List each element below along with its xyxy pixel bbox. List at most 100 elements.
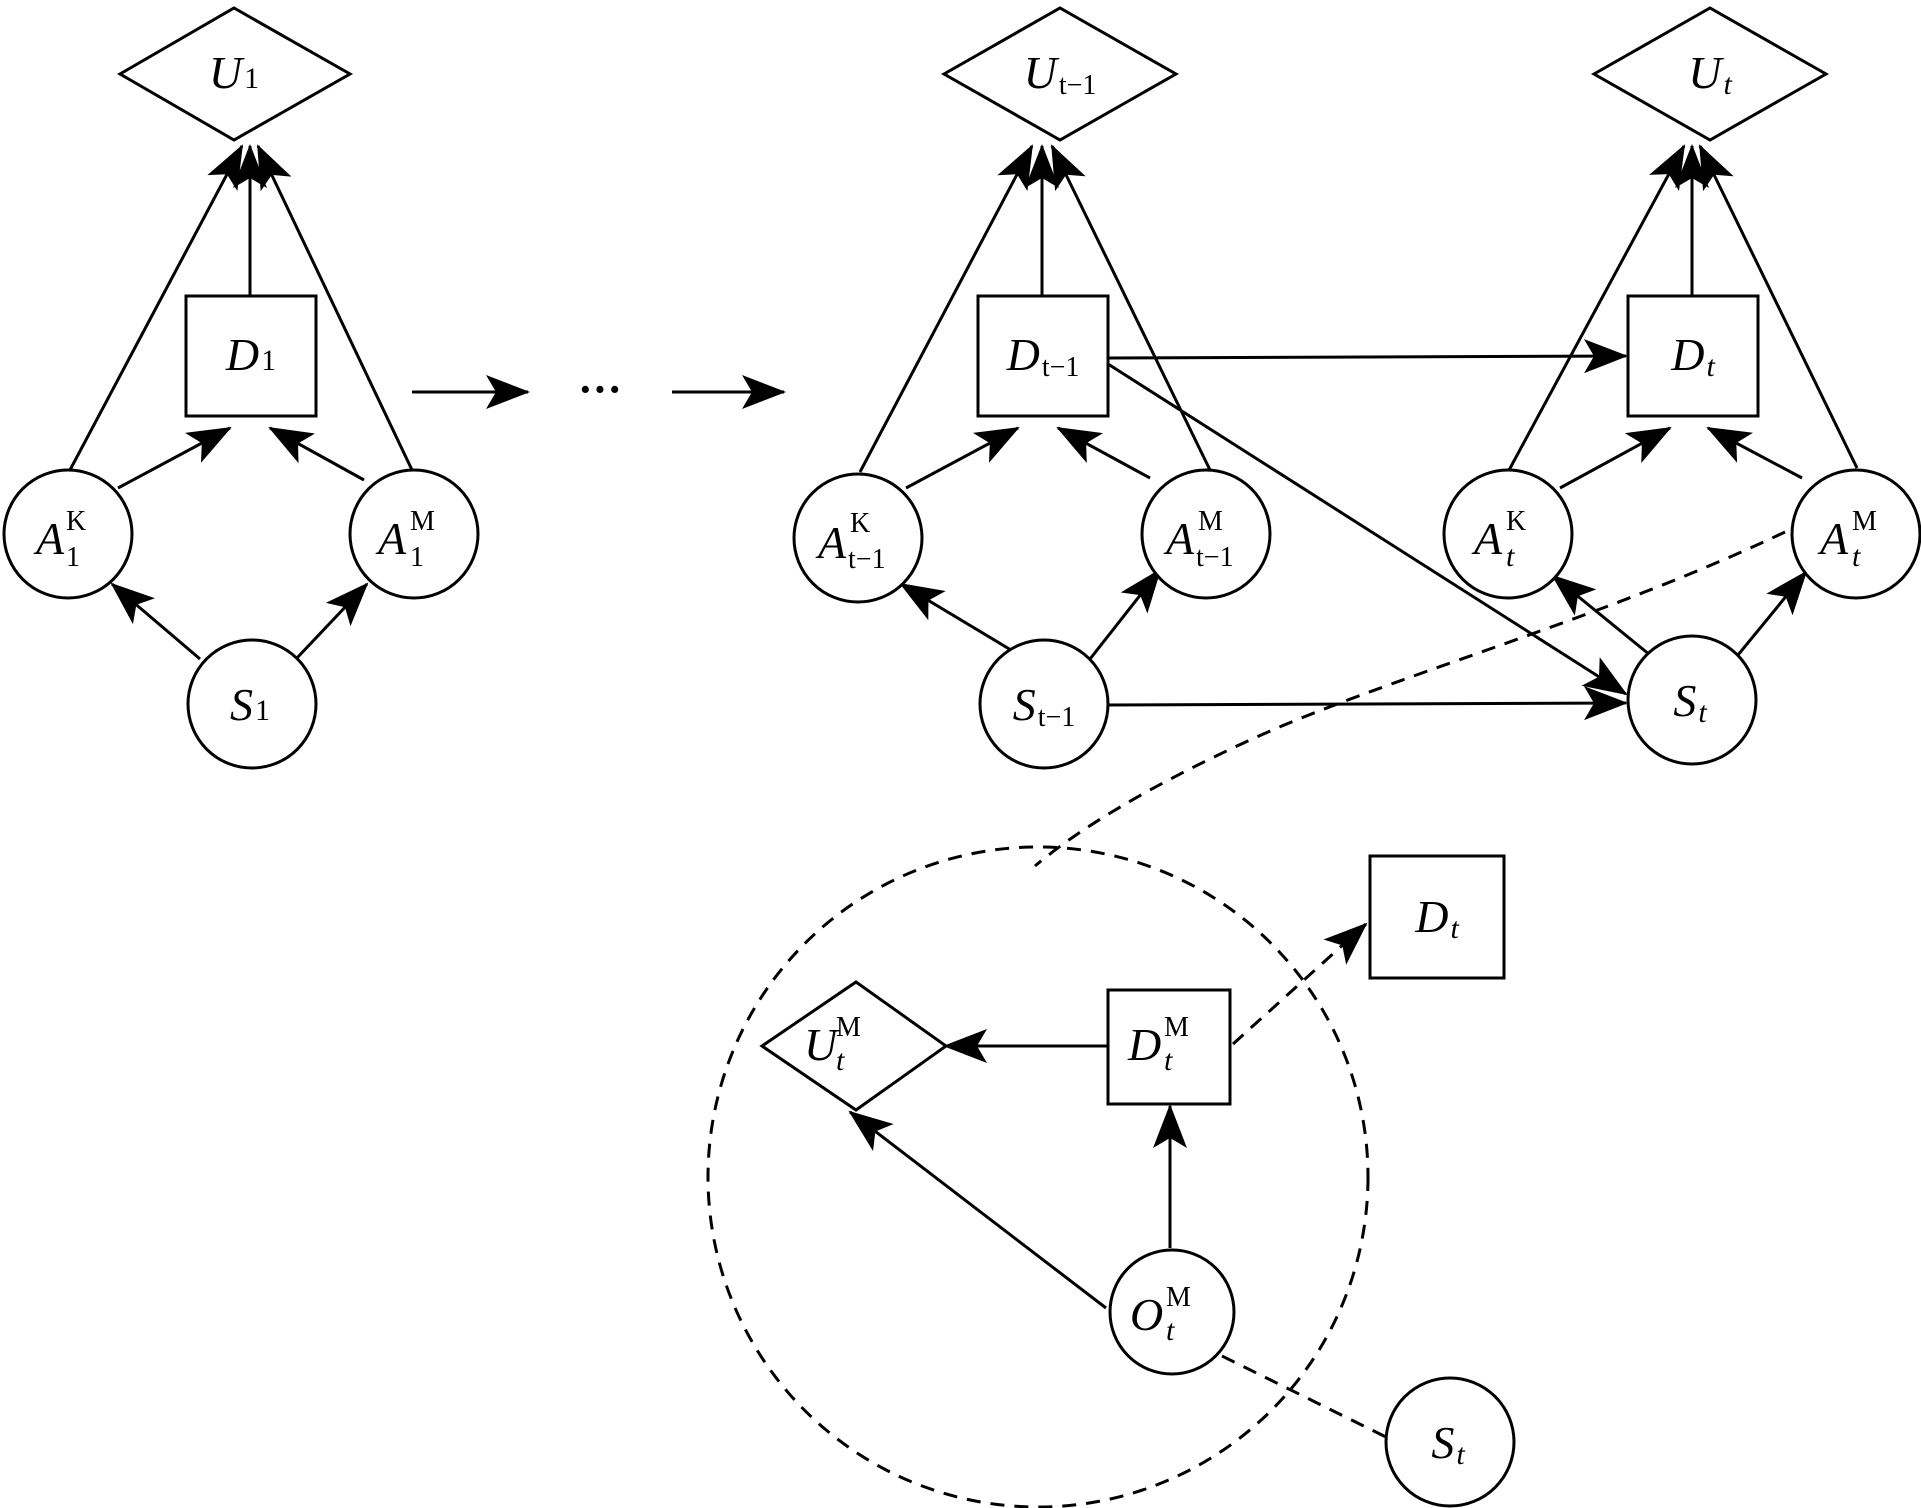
- node-am1: A M 1: [348, 468, 480, 600]
- svg-text:t−1: t−1: [1196, 542, 1234, 573]
- svg-text:St−1: St−1: [1013, 679, 1076, 733]
- svg-text:1: 1: [66, 542, 80, 573]
- am1-main: A: [375, 513, 407, 564]
- svg-text:t: t: [1166, 1314, 1175, 1347]
- st-external-main: S: [1431, 1417, 1454, 1468]
- utm-sub: t: [836, 1044, 845, 1077]
- dtm-main: D: [1127, 1019, 1161, 1070]
- svg-text:S1: S1: [230, 679, 270, 730]
- svg-text:M: M: [1164, 1012, 1189, 1043]
- svg-text:Dt: Dt: [1414, 891, 1459, 945]
- svg-text:M: M: [410, 506, 435, 537]
- st-external-sub: t: [1456, 1438, 1465, 1471]
- svg-text:A: A: [375, 513, 407, 564]
- node-s1: S1: [186, 638, 318, 770]
- svg-text:U1: U1: [209, 47, 259, 98]
- edge-am1-to-u1: [256, 144, 414, 471]
- edge-akt-to-dt: [1559, 426, 1672, 490]
- ak1-sup: K: [66, 506, 86, 537]
- amprev-main: A: [1163, 513, 1195, 564]
- svg-text:Ut−1: Ut−1: [1024, 47, 1097, 101]
- otm-main: O: [1130, 1289, 1163, 1340]
- svg-text:1: 1: [410, 542, 424, 573]
- node-dprev: Dt−1: [976, 294, 1110, 418]
- edge-ak1-to-u1: [68, 144, 244, 471]
- dtm-sub: t: [1164, 1044, 1173, 1077]
- otm-sup: M: [1166, 1282, 1191, 1313]
- svg-text:D: D: [1127, 1019, 1161, 1070]
- svg-text:A: A: [815, 517, 847, 568]
- node-akt: A K t: [1442, 468, 1574, 600]
- node-akprev: A K t−1: [792, 472, 924, 604]
- node-sprev: St−1: [978, 638, 1110, 770]
- dt-sub: t: [1706, 350, 1715, 383]
- u1-main: U: [209, 47, 245, 98]
- svg-text:A: A: [1817, 513, 1849, 564]
- node-st-external: St: [1384, 1376, 1516, 1508]
- edge-otm-to-st-dashed: [1221, 1354, 1389, 1440]
- svg-text:M: M: [1198, 506, 1223, 537]
- u1-sub: 1: [244, 62, 259, 95]
- edge-sprev-to-st: [1107, 686, 1628, 721]
- svg-text:A: A: [1163, 513, 1195, 564]
- dt-external-sub: t: [1450, 912, 1459, 945]
- edge-dprev-to-dt: [1107, 339, 1628, 374]
- svg-text:M: M: [1166, 1282, 1191, 1313]
- edge-akprev-to-dprev: [905, 426, 1020, 490]
- node-st: St: [1626, 634, 1758, 766]
- ak1-sub: 1: [66, 542, 80, 573]
- svg-text:A: A: [33, 513, 65, 564]
- edge-amprev-to-uprev: [1050, 144, 1212, 471]
- dt-main: D: [1670, 329, 1704, 380]
- svg-text:t: t: [1852, 540, 1861, 573]
- utm-main: U: [804, 1019, 840, 1070]
- edge-otm-to-utm: [848, 1110, 1107, 1310]
- svg-text:t: t: [1164, 1044, 1173, 1077]
- akt-main: A: [1471, 513, 1503, 564]
- dprev-sub: t−1: [1042, 352, 1080, 383]
- amprev-sub: t−1: [1196, 542, 1234, 573]
- amt-main: A: [1817, 513, 1849, 564]
- utm-sup: M: [836, 1012, 861, 1043]
- node-uprev: Ut−1: [940, 6, 1180, 142]
- sprev-main: S: [1013, 679, 1036, 730]
- node-utm: U M t: [759, 980, 949, 1112]
- akt-sub: t: [1506, 540, 1515, 573]
- edge-akprev-to-uprev: [858, 144, 1034, 473]
- svg-text:D1: D1: [225, 329, 276, 380]
- svg-text:K: K: [1506, 506, 1526, 537]
- akprev-main: A: [815, 517, 847, 568]
- svg-text:St: St: [1431, 1417, 1465, 1471]
- ut-sub: t: [1723, 68, 1732, 101]
- ellipsis: ···: [578, 365, 622, 414]
- edge-dprev-to-st: [1107, 362, 1628, 696]
- st-main: S: [1673, 675, 1696, 726]
- node-u1: U1: [117, 6, 354, 142]
- svg-text:Dt−1: Dt−1: [1006, 329, 1080, 383]
- svg-text:U: U: [804, 1019, 840, 1070]
- svg-text:K: K: [66, 506, 86, 537]
- uprev-sub: t−1: [1059, 70, 1097, 101]
- svg-text:Dt: Dt: [1670, 329, 1715, 383]
- edge-akt-to-ut: [1506, 144, 1686, 473]
- zoom-detail-circle: [706, 845, 1370, 1508]
- edge-sprev-to-akprev: [899, 582, 1027, 661]
- svg-text:K: K: [850, 508, 870, 539]
- dt-external-main: D: [1414, 891, 1448, 942]
- am1-sup: M: [410, 506, 435, 537]
- svg-text:St: St: [1673, 675, 1707, 729]
- uprev-main: U: [1024, 47, 1060, 98]
- edge-st-to-amt: [1736, 570, 1808, 656]
- akprev-sub: t−1: [848, 544, 886, 575]
- node-amt: A M t: [1790, 468, 1921, 600]
- svg-text:Ut: Ut: [1688, 47, 1732, 101]
- dprev-main: D: [1006, 329, 1040, 380]
- akprev-sup: K: [850, 508, 870, 539]
- svg-text:M: M: [1852, 506, 1877, 537]
- svg-text:t: t: [1506, 540, 1515, 573]
- d1-sub: 1: [261, 344, 276, 377]
- edge-amt-to-dt: [1706, 426, 1803, 480]
- node-d1: D1: [184, 294, 318, 418]
- node-dtm: D M t: [1106, 988, 1232, 1106]
